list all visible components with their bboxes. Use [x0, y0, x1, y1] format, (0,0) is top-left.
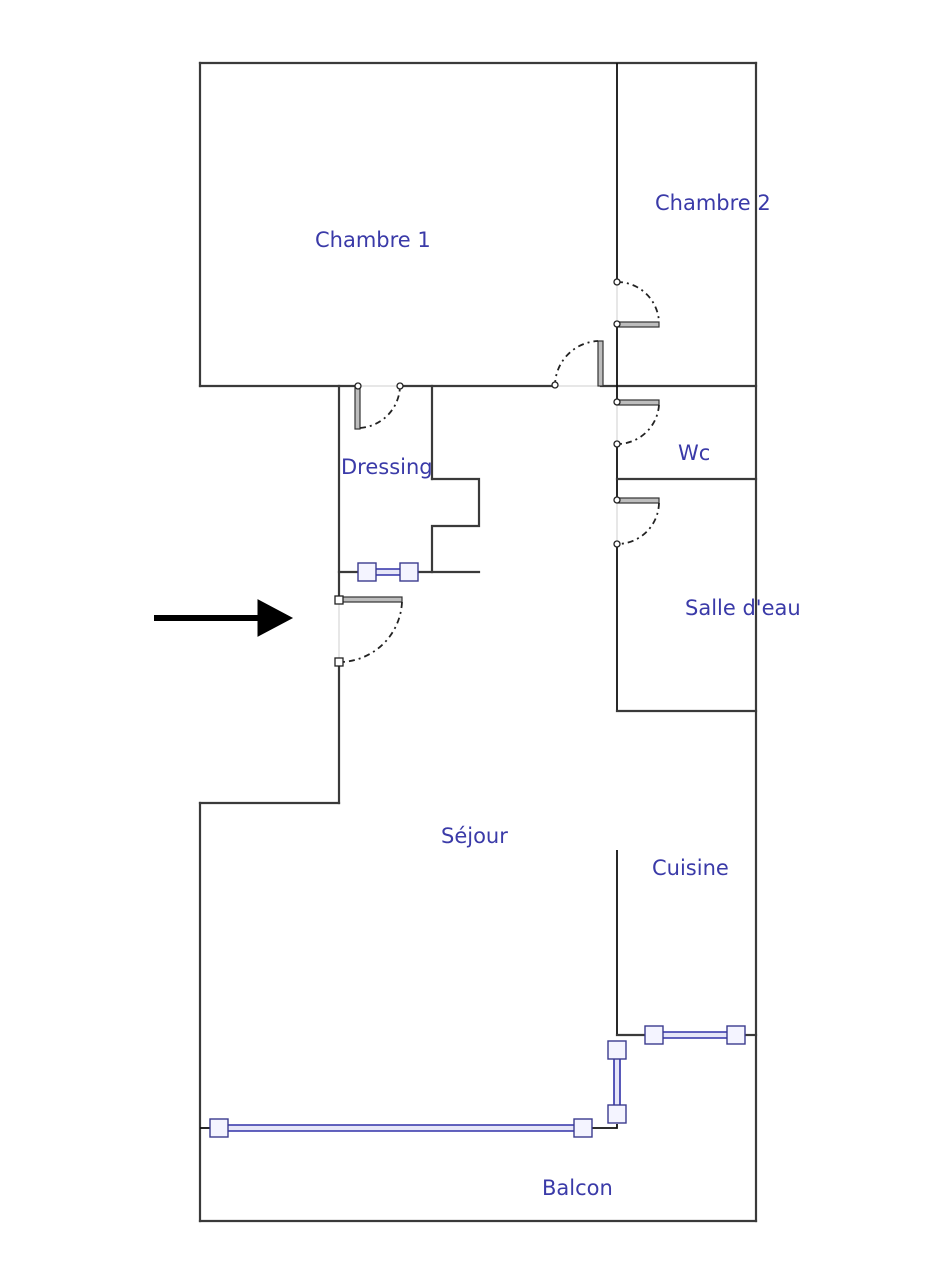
door-hinge	[613, 540, 621, 548]
window-frame	[357, 562, 377, 582]
window-frame	[573, 1118, 593, 1138]
interior-walls	[198, 63, 758, 1129]
label-balcon: Balcon	[542, 1176, 613, 1200]
label-wc: Wc	[678, 441, 710, 465]
window-frame	[399, 562, 419, 582]
label-cuisine: Cuisine	[652, 856, 729, 880]
door-hinge	[354, 382, 362, 390]
door-leaf	[597, 340, 604, 387]
door-leaf	[616, 321, 660, 328]
door-hinge	[613, 278, 621, 286]
door-leaf	[616, 497, 660, 504]
door-leaf	[338, 596, 403, 603]
door-dressing[interactable]	[354, 382, 404, 430]
window-sejour-balcon	[209, 1118, 593, 1138]
door-swing-arc	[616, 404, 660, 445]
window-dressing	[357, 562, 419, 582]
door-hinge	[334, 657, 344, 667]
door-entrance[interactable]	[334, 595, 403, 667]
doors	[334, 278, 660, 667]
window-frame	[607, 1040, 627, 1060]
door-hinge	[551, 381, 559, 389]
wall-balcony-corner	[592, 1124, 618, 1129]
label-sejour: Séjour	[441, 824, 508, 848]
door-swing-arc	[338, 601, 403, 663]
door-hinge	[396, 382, 404, 390]
entrance-arrow-icon	[154, 599, 294, 637]
door-swing-arc	[554, 340, 599, 387]
window-frame	[607, 1104, 627, 1124]
label-chambre1: Chambre 1	[315, 228, 431, 252]
door-chambre1[interactable]	[551, 340, 604, 389]
label-dressing: Dressing	[341, 455, 433, 479]
door-chambre2[interactable]	[613, 278, 660, 328]
door-hinge	[613, 496, 621, 504]
door-leaf	[354, 385, 361, 430]
door-hinge	[613, 320, 621, 328]
door-hinge	[334, 595, 344, 605]
door-swing-arc	[616, 502, 660, 545]
label-chambre2: Chambre 2	[655, 191, 771, 215]
door-hinge	[613, 440, 621, 448]
window-frame	[644, 1025, 664, 1045]
window-frame	[209, 1118, 229, 1138]
door-hinge	[613, 398, 621, 406]
room-labels: Chambre 1 Chambre 2 Dressing Wc Salle d'…	[315, 191, 801, 1200]
door-leaf	[616, 399, 660, 406]
door-swing-arc	[359, 385, 401, 429]
door-salle-deau[interactable]	[613, 496, 660, 548]
door-wc[interactable]	[613, 398, 660, 448]
label-salle-deau: Salle d'eau	[685, 596, 801, 620]
wall-dressing-closet	[430, 477, 481, 574]
windows	[209, 562, 746, 1138]
window-cuisine	[644, 1025, 746, 1045]
door-swing-arc	[616, 281, 660, 323]
window-cuisine-balcon	[607, 1040, 627, 1124]
outer-walls	[198, 61, 758, 1223]
window-frame	[726, 1025, 746, 1045]
